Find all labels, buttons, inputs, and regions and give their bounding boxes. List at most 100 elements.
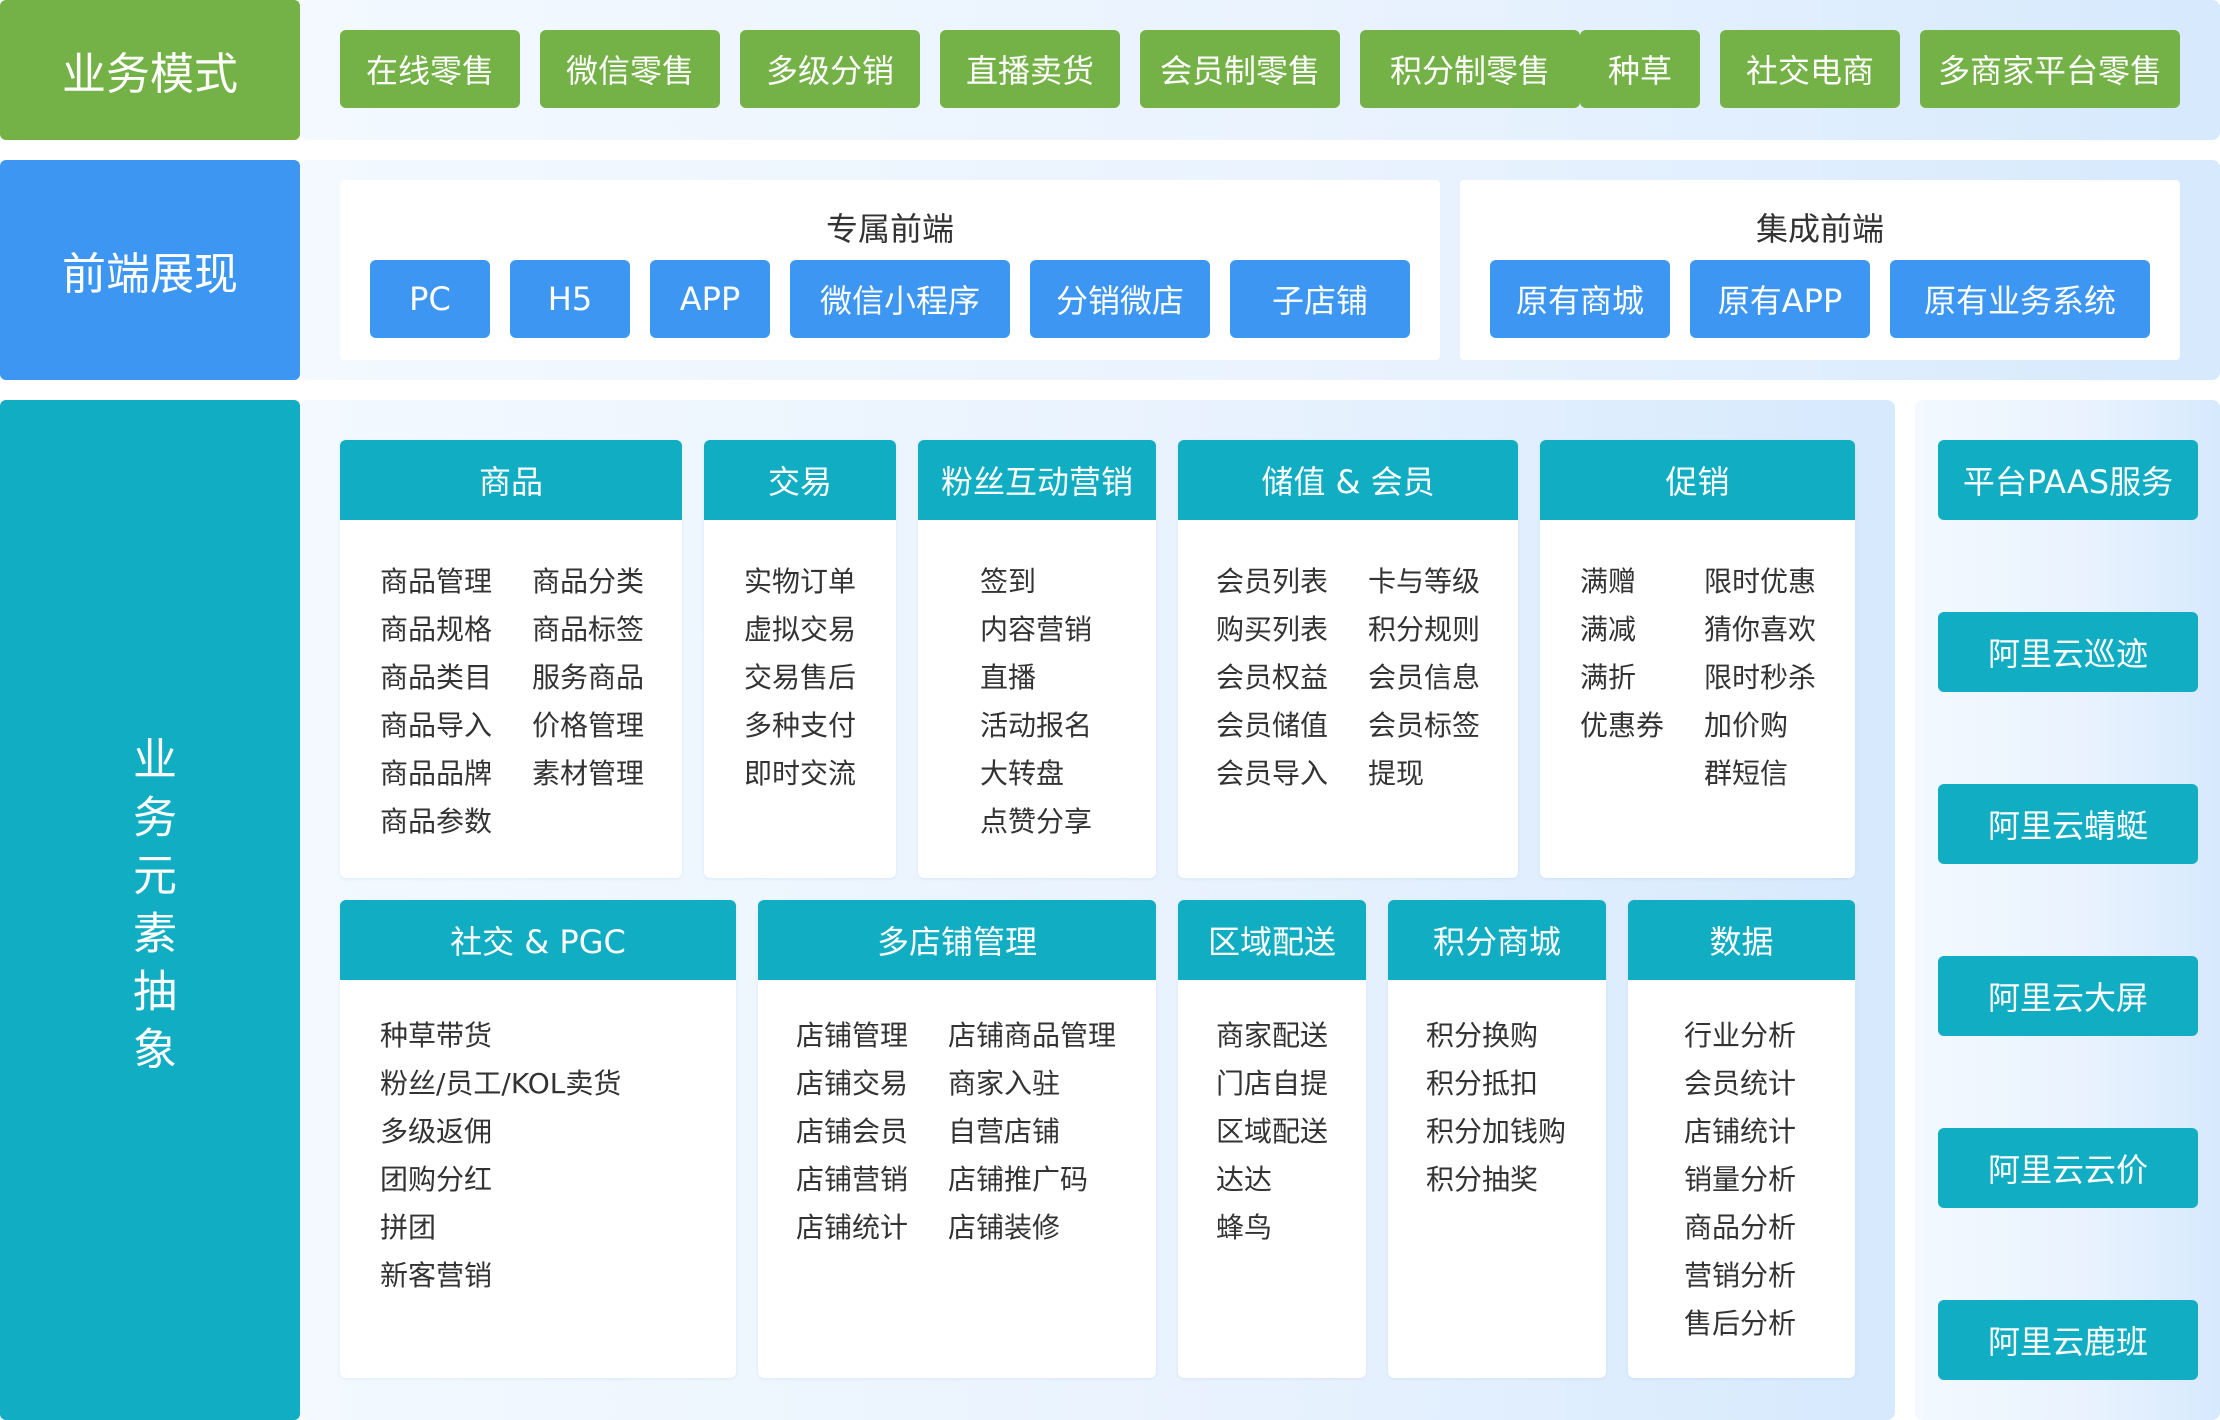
list-item: 交易售后 xyxy=(744,661,857,694)
list-item: 内容营销 xyxy=(980,613,1093,646)
service-aliyun-yunjia[interactable]: 阿里云云价 xyxy=(1938,1128,2198,1208)
module-member-title: 储值 & 会员 xyxy=(1178,440,1518,520)
mode-membership[interactable]: 会员制零售 xyxy=(1140,30,1340,108)
module-delivery: 区域配送 xyxy=(1178,900,1366,1378)
list-item: 种草带货 xyxy=(380,1019,493,1052)
list-item: 会员标签 xyxy=(1368,709,1481,742)
list-item: 商品分类 xyxy=(532,565,645,598)
mode-seeding[interactable]: 种草 xyxy=(1580,30,1700,108)
list-item: 自营店铺 xyxy=(948,1115,1061,1148)
module-promo: 促销 xyxy=(1540,440,1855,878)
row-label-elements-text: 业务元素抽象 xyxy=(125,736,176,1084)
list-item: 多级返佣 xyxy=(380,1115,493,1148)
mode-points[interactable]: 积分制零售 xyxy=(1360,30,1580,108)
list-item: 实物订单 xyxy=(744,565,857,598)
service-aliyun-dashboard[interactable]: 阿里云大屏 xyxy=(1938,956,2198,1036)
list-item: 多种支付 xyxy=(744,709,857,742)
frontend-app[interactable]: APP xyxy=(650,260,770,338)
list-item: 积分规则 xyxy=(1368,613,1481,646)
list-item: 即时交流 xyxy=(744,757,857,790)
module-fans: 粉丝互动营销 xyxy=(918,440,1156,878)
list-item: 店铺统计 xyxy=(796,1211,909,1244)
list-item: 积分抵扣 xyxy=(1426,1067,1539,1100)
list-item: 商品参数 xyxy=(380,805,493,838)
list-item: 会员储值 xyxy=(1216,709,1329,742)
list-item: 新客营销 xyxy=(380,1259,493,1292)
list-item: 店铺管理 xyxy=(796,1019,909,1052)
frontend-existing-system[interactable]: 原有业务系统 xyxy=(1890,260,2150,338)
list-item: 商品规格 xyxy=(380,613,493,646)
list-item: 猜你喜欢 xyxy=(1704,613,1817,646)
service-aliyun-xunji[interactable]: 阿里云巡迹 xyxy=(1938,612,2198,692)
mode-multi-merchant[interactable]: 多商家平台零售 xyxy=(1920,30,2180,108)
mode-wechat-retail[interactable]: 微信零售 xyxy=(540,30,720,108)
list-item: 满减 xyxy=(1580,613,1637,646)
list-item: 行业分析 xyxy=(1684,1019,1797,1052)
row-label-business: 业务模式 xyxy=(0,0,300,140)
list-item: 提现 xyxy=(1368,757,1425,790)
list-item: 加价购 xyxy=(1704,709,1789,742)
list-item: 营销分析 xyxy=(1684,1259,1797,1292)
list-item: 蜂鸟 xyxy=(1216,1211,1273,1244)
service-aliyun-luban[interactable]: 阿里云鹿班 xyxy=(1938,1300,2198,1380)
list-item: 销量分析 xyxy=(1684,1163,1797,1196)
frontend-sub-store[interactable]: 子店铺 xyxy=(1230,260,1410,338)
list-item: 活动报名 xyxy=(980,709,1093,742)
frontend-existing-app[interactable]: 原有APP xyxy=(1690,260,1870,338)
service-paas[interactable]: 平台PAAS服务 xyxy=(1938,440,2198,520)
list-item: 直播 xyxy=(980,661,1037,694)
module-trade: 交易 xyxy=(704,440,896,878)
dedicated-frontend-title: 专属前端 xyxy=(825,210,954,248)
list-item: 满折 xyxy=(1580,661,1637,694)
list-item: 商品类目 xyxy=(380,661,493,694)
list-item: 卡与等级 xyxy=(1368,565,1481,598)
module-promo-title: 促销 xyxy=(1540,440,1855,520)
module-points-title: 积分商城 xyxy=(1388,900,1606,980)
list-item: 商家入驻 xyxy=(948,1067,1061,1100)
module-data: 数据 xyxy=(1628,900,1855,1378)
frontend-mini-program[interactable]: 微信小程序 xyxy=(790,260,1010,338)
list-item: 区域配送 xyxy=(1216,1115,1329,1148)
list-item: 粉丝/员工/KOL卖货 xyxy=(380,1067,622,1100)
list-item: 会员列表 xyxy=(1216,565,1329,598)
list-item: 商品导入 xyxy=(380,709,493,742)
module-social-title: 社交 & PGC xyxy=(340,900,736,980)
list-item: 虚拟交易 xyxy=(744,613,857,646)
list-item: 商品标签 xyxy=(532,613,645,646)
row-label-elements: 业务元素抽象 xyxy=(0,400,300,1420)
service-aliyun-qingting[interactable]: 阿里云蜻蜓 xyxy=(1938,784,2198,864)
frontend-h5[interactable]: H5 xyxy=(510,260,630,338)
module-data-title: 数据 xyxy=(1628,900,1855,980)
list-item: 满赠 xyxy=(1580,565,1637,598)
list-item: 商品分析 xyxy=(1684,1211,1797,1244)
list-item: 大转盘 xyxy=(980,757,1065,790)
list-item: 会员统计 xyxy=(1684,1067,1797,1100)
list-item: 店铺装修 xyxy=(948,1211,1061,1244)
mode-online-retail[interactable]: 在线零售 xyxy=(340,30,520,108)
module-member: 储值 & 会员 xyxy=(1178,440,1518,878)
frontend-pc[interactable]: PC xyxy=(370,260,490,338)
mode-multi-level[interactable]: 多级分销 xyxy=(740,30,920,108)
list-item: 优惠券 xyxy=(1580,709,1665,742)
frontend-distribution-shop[interactable]: 分销微店 xyxy=(1030,260,1210,338)
list-item: 拼团 xyxy=(380,1211,437,1244)
list-item: 商品品牌 xyxy=(380,757,493,790)
module-multistore: 多店铺管理 xyxy=(758,900,1156,1378)
list-item: 购买列表 xyxy=(1216,613,1329,646)
list-item: 售后分析 xyxy=(1684,1307,1797,1340)
list-item: 店铺推广码 xyxy=(948,1163,1089,1196)
mode-live[interactable]: 直播卖货 xyxy=(940,30,1120,108)
frontend-existing-mall[interactable]: 原有商城 xyxy=(1490,260,1670,338)
list-item: 会员权益 xyxy=(1216,661,1329,694)
list-item: 限时秒杀 xyxy=(1704,661,1817,694)
module-multistore-title: 多店铺管理 xyxy=(758,900,1156,980)
mode-social-ecommerce[interactable]: 社交电商 xyxy=(1720,30,1900,108)
module-points: 积分商城 xyxy=(1388,900,1606,1378)
list-item: 店铺商品管理 xyxy=(948,1019,1117,1052)
module-trade-title: 交易 xyxy=(704,440,896,520)
list-item: 积分抽奖 xyxy=(1426,1163,1539,1196)
list-item: 店铺统计 xyxy=(1684,1115,1797,1148)
services-band xyxy=(1915,400,2220,1420)
list-item: 达达 xyxy=(1216,1163,1273,1196)
list-item: 店铺会员 xyxy=(796,1115,909,1148)
